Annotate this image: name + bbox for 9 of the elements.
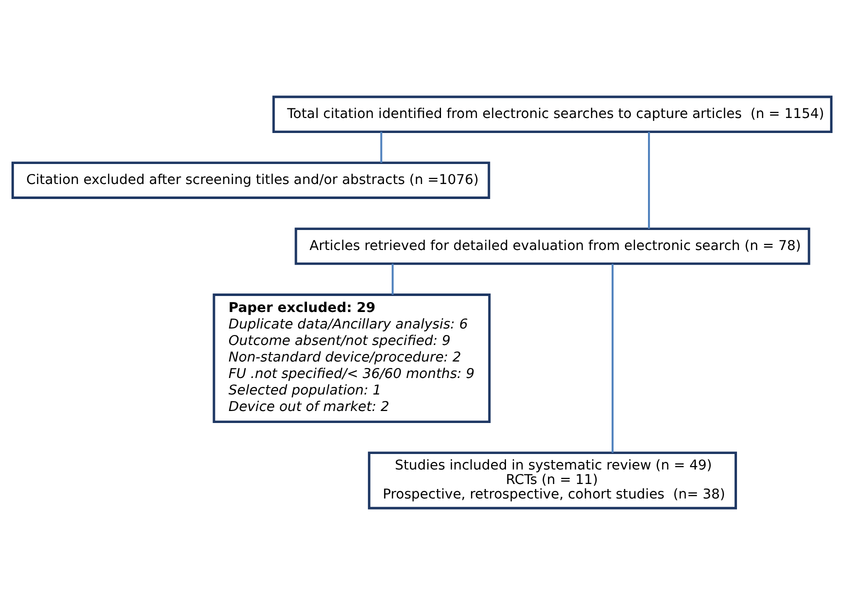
- connector: [380, 132, 382, 163]
- node-box: Citation excluded after screening titles and/or abstracts (n =1076): [11, 162, 490, 199]
- node-box: Total citation identified from electronic searches to capture articles (n = 1154): [272, 96, 833, 133]
- connector: [648, 132, 650, 229]
- node-box: Articles retrieved for detailed evaluation from electronic search (n = 78): [294, 228, 810, 265]
- connector: [392, 264, 394, 295]
- node-box: Studies included in systematic review (n = 49) RCTs (n = 11) Prospective, retrospective, cohort studies (n= 38): [368, 452, 737, 510]
- node-box: Paper excluded: 29 Duplicate data/Ancillary analysis: 6 Outcome absent/not specified: 9 Non-standard device/procedure: 2 FU .not specified/< 36/60 months: 9 Selected population: 1 Device out of market: 2: [212, 294, 491, 424]
- connector: [612, 264, 614, 453]
